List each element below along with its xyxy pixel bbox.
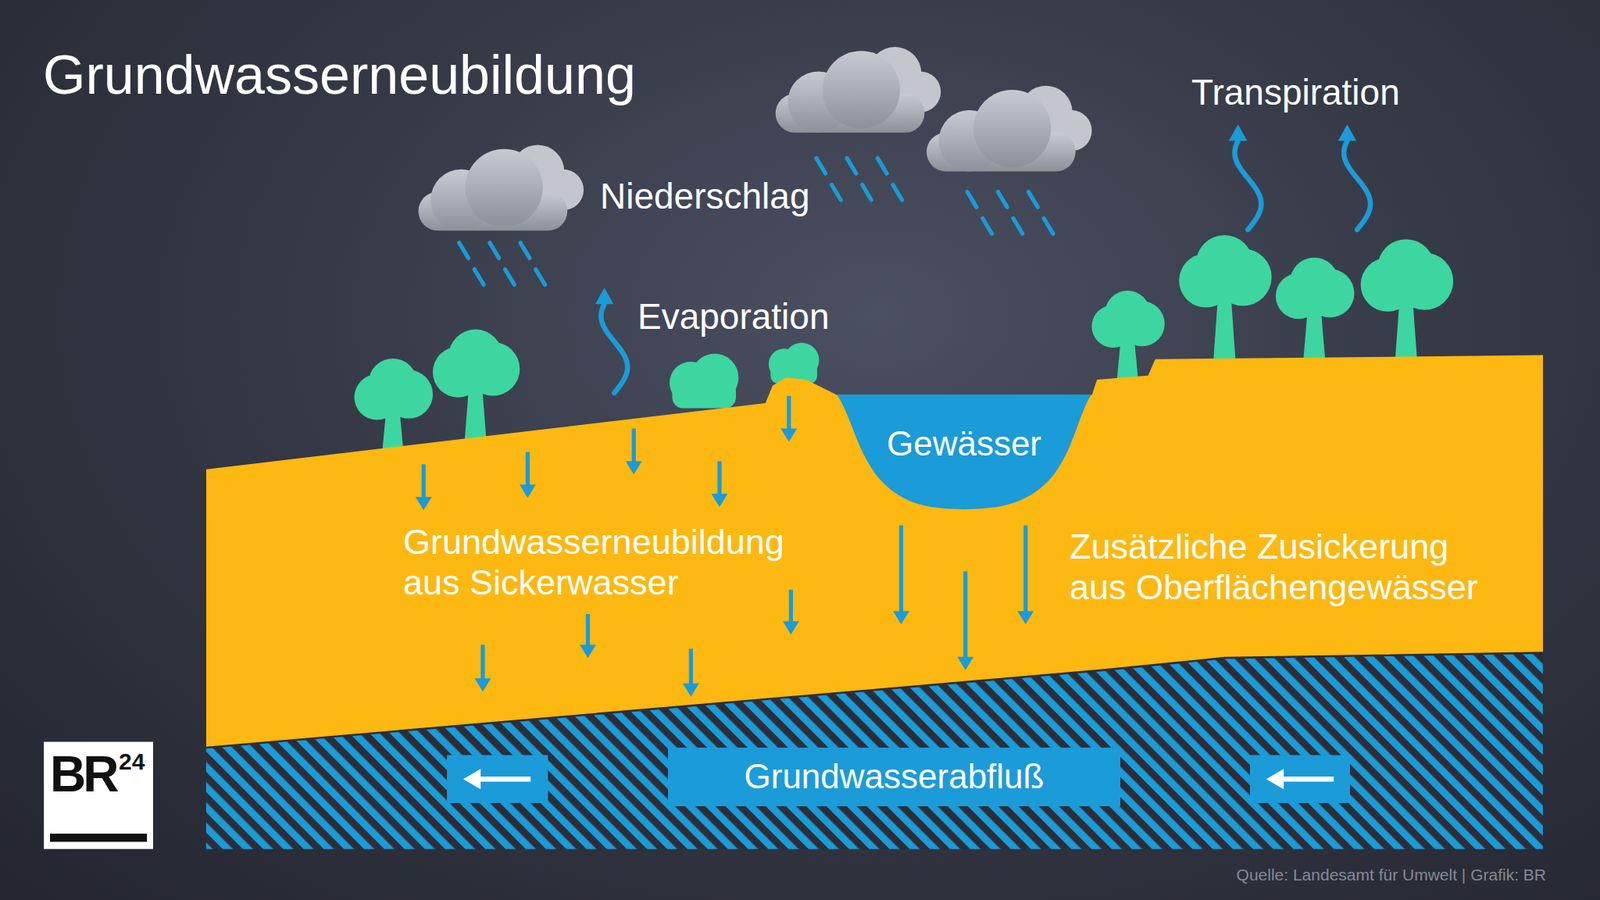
cloud-body: [465, 149, 543, 227]
logo-bar: [50, 833, 147, 842]
aquifer-boundary: [206, 653, 1543, 748]
raindrop: [505, 269, 515, 286]
cloud-body: [973, 89, 1051, 168]
tree-crown: [368, 358, 418, 408]
flow-arrow: [1280, 776, 1334, 783]
seepage-arrow: [585, 614, 590, 648]
rain: [816, 157, 903, 200]
seepage-arrow: [689, 648, 693, 686]
seepage-arrow: [789, 589, 793, 625]
source-note: Quelle: Landesamt für Umwelt | Grafik: B…: [1236, 865, 1547, 884]
water-body-label: Gewässer: [836, 424, 1092, 465]
tree-crown: [1196, 235, 1254, 293]
bush-body: [784, 342, 820, 379]
raindrop: [535, 269, 546, 286]
cloud: [926, 85, 1093, 172]
tree: [1178, 235, 1272, 364]
process-label: Niederschlag: [600, 176, 810, 217]
raindrop: [1043, 218, 1054, 235]
vapour-arrow: [600, 303, 628, 393]
title: Grundwasserneubildung: [42, 45, 636, 106]
seepage-arrow: [480, 644, 485, 682]
cloud-body: [822, 50, 900, 129]
raindrop: [967, 192, 977, 208]
raindrop: [459, 242, 469, 259]
bush: [768, 342, 820, 384]
vapour-arrow: [1343, 140, 1371, 230]
vapour-arrowhead: [1338, 124, 1358, 141]
raindrop: [520, 242, 530, 259]
seepage-arrowhead: [780, 428, 797, 443]
tree-crown: [1289, 257, 1339, 307]
seepage-arrowhead: [625, 460, 643, 475]
logo-box: [43, 742, 154, 850]
seepage-arrowhead: [782, 621, 800, 635]
seepage-arrow: [786, 396, 791, 433]
tree: [1360, 239, 1454, 364]
vapour-arrowhead: [595, 287, 615, 304]
flow-arrow-box: [1250, 755, 1350, 804]
seepage-arrow: [525, 452, 530, 489]
seepage-arrowhead: [519, 484, 536, 498]
raindrop: [846, 157, 857, 174]
soil-layer-label: Grundwasserneubildung aus Sickerwasser: [403, 521, 829, 604]
soil-layer-label: Zusätzliche Zusickerung aus Oberflächeng…: [1069, 526, 1496, 608]
tree-crown: [448, 329, 503, 384]
raindrop: [862, 184, 872, 200]
seepage-arrow: [717, 460, 722, 497]
water-body: Gewässer: [836, 394, 1092, 511]
seepage-arrowhead: [475, 678, 492, 692]
outflow-box: Grundwasserabfluß: [667, 747, 1121, 807]
vapour-arrow: [1234, 140, 1261, 230]
seepage-arrow: [632, 428, 636, 465]
seepage-arrowhead: [579, 644, 597, 658]
raindrop: [1013, 218, 1023, 235]
seepage-arrowhead: [682, 683, 700, 697]
seepage-arrow: [899, 525, 904, 615]
logo-text: 24: [118, 748, 145, 775]
raindrop: [816, 157, 826, 174]
rain: [459, 242, 546, 286]
soil-fill: [206, 355, 1543, 748]
raindrop: [982, 218, 993, 235]
tree-crown: [1104, 290, 1150, 336]
tree-crown: [1377, 239, 1435, 297]
rain: [967, 192, 1054, 235]
vapour-arrowhead: [1228, 124, 1248, 141]
seepage-arrowhead: [892, 610, 910, 625]
flow-arrowhead: [1266, 768, 1284, 790]
raindrop: [831, 184, 841, 200]
seepage-arrowhead: [415, 496, 433, 511]
seepage-arrowhead: [1017, 610, 1034, 625]
process-label: Transpiration: [1191, 72, 1400, 113]
seepage-arrow: [963, 571, 968, 661]
raindrop: [997, 192, 1008, 208]
bush-body: [690, 353, 739, 402]
process-label: Evaporation: [637, 296, 830, 337]
raindrop: [489, 242, 500, 259]
raindrop: [877, 157, 887, 174]
cloud: [775, 46, 942, 133]
raindrop: [1028, 192, 1039, 208]
raindrop: [474, 269, 484, 286]
seepage-arrowhead: [711, 493, 729, 508]
lake-fill: [836, 394, 1092, 510]
seepage-arrow: [421, 464, 426, 500]
flow-arrow-box: [446, 755, 548, 804]
cloud: [418, 144, 585, 231]
seepage-arrow: [1023, 525, 1028, 615]
tree: [1275, 257, 1355, 364]
tree: [432, 329, 520, 446]
flow-arrowhead: [463, 768, 481, 790]
tree: [353, 358, 433, 458]
logo-text: BR: [50, 746, 116, 802]
bush: [669, 353, 739, 409]
flow-arrow: [477, 776, 531, 783]
outflow-box-label: Grundwasserabfluß: [667, 757, 1121, 797]
seepage-arrowhead: [957, 657, 974, 671]
raindrop: [892, 184, 903, 200]
